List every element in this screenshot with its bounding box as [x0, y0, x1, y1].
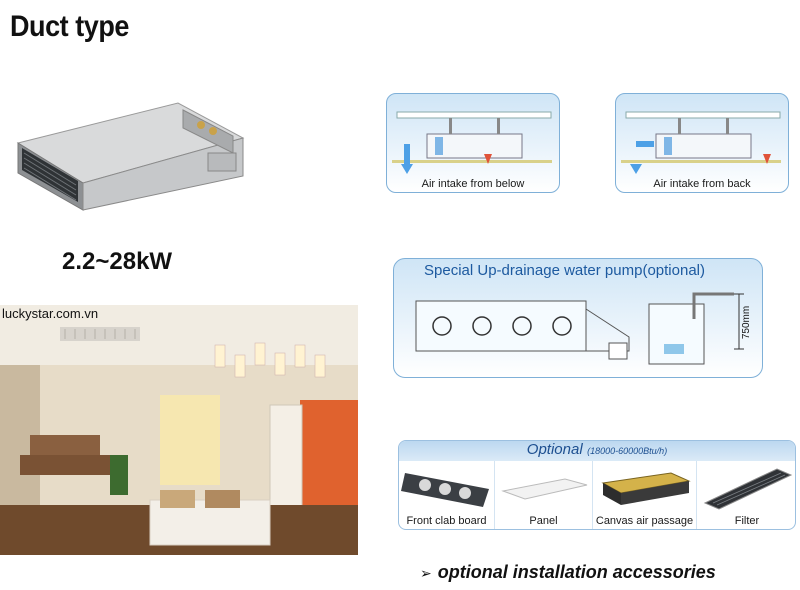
- intake-below-panel: Air intake from below: [386, 93, 560, 193]
- intake-back-label: Air intake from back: [653, 178, 751, 190]
- intake-back-panel: Air intake from back: [615, 93, 789, 193]
- accessory-panel: Panel: [495, 461, 593, 529]
- photo-watermark: luckystar.com.vn: [2, 306, 99, 321]
- optional-heading: Optional (18000-60000Btu/h): [399, 441, 795, 461]
- optional-accessories-panel: Optional (18000-60000Btu/h) Front clab b…: [398, 440, 796, 530]
- front-board-icon: [401, 473, 489, 507]
- arrow-bullet-icon: ➢: [420, 565, 432, 581]
- accessory-filter: Filter: [697, 461, 795, 529]
- accessories-note: ➢ optional installation accessories: [420, 562, 716, 583]
- panel-icon: [501, 478, 588, 500]
- water-pump-panel: Special Up-drainage water pump(optional)…: [393, 258, 763, 378]
- canvas-passage-icon: [601, 472, 691, 505]
- accessory-label: Panel: [529, 515, 558, 527]
- duct-unit-image: [16, 102, 245, 211]
- optional-heading-text: Optional: [526, 441, 583, 458]
- accessories-note-text: optional installation accessories: [437, 562, 716, 582]
- accessory-label: Filter: [734, 515, 760, 527]
- water-pump-diagram: [415, 292, 744, 365]
- interior-room-photo: [0, 305, 358, 555]
- optional-range: (18000-60000Btu/h): [587, 446, 668, 456]
- water-pump-title: Special Up-drainage water pump(optional): [424, 262, 705, 279]
- intake-below-label: Air intake from below: [421, 178, 525, 190]
- accessory-front-clab-board: Front clab board: [399, 461, 495, 529]
- accessory-label: Canvas air passage: [595, 515, 694, 527]
- intake-back-diagram: [621, 111, 781, 174]
- filter-icon: [703, 468, 793, 510]
- intake-below-diagram: [392, 111, 552, 174]
- capacity-range: 2.2~28kW: [62, 248, 173, 275]
- accessory-label: Front clab board: [406, 515, 487, 527]
- pump-height-label: 750mm: [741, 305, 753, 340]
- accessory-canvas-air-passage: Canvas air passage: [593, 461, 697, 529]
- page-title: Duct type: [10, 10, 129, 43]
